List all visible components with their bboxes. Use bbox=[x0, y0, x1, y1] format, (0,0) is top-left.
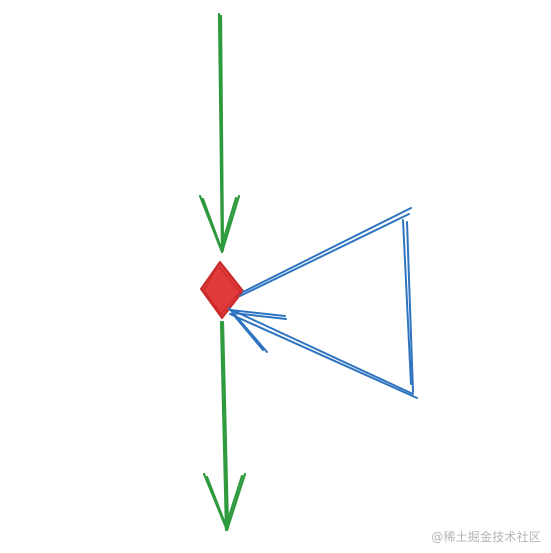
side-fan-triangle bbox=[229, 207, 418, 399]
outgoing-flow-arrow bbox=[202, 320, 247, 532]
fan-pointer-arrow bbox=[228, 307, 287, 353]
watermark-text: @稀土掘金技术社区 bbox=[431, 530, 541, 544]
diamond-node bbox=[200, 261, 244, 319]
incoming-flow-arrow bbox=[198, 12, 241, 254]
